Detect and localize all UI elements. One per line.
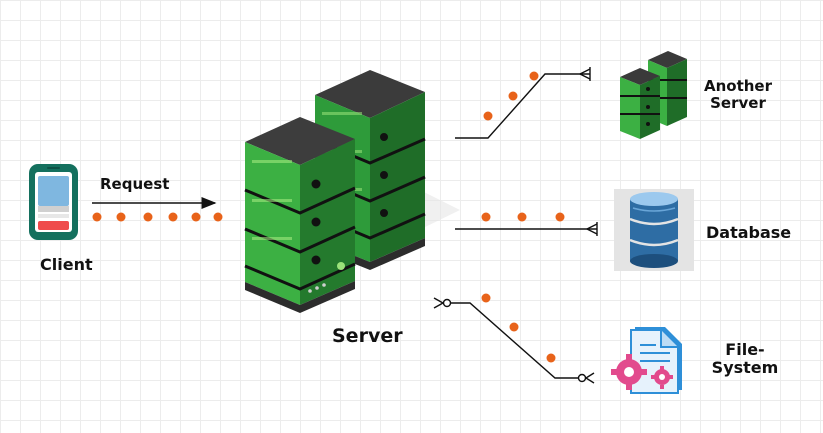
phone-icon: [29, 164, 78, 240]
flow-dots-file-system: [481, 293, 556, 363]
flow-dot: [555, 212, 565, 222]
database-label: Database: [706, 223, 792, 242]
file-system-label-line1: File-: [725, 340, 765, 359]
connection-another-server: [455, 67, 591, 139]
flow-dot: [508, 91, 518, 101]
another-server-label: Another Server: [698, 77, 778, 113]
server-rack-icon: [244, 70, 460, 313]
flow-dot: [213, 212, 223, 222]
file-gear-icon: [611, 327, 682, 394]
flow-dot: [517, 212, 527, 222]
flow-dot: [92, 212, 102, 222]
file-system-label: File- System: [700, 340, 790, 378]
flow-dot: [481, 293, 491, 303]
client-label: Client: [40, 255, 93, 274]
another-server-label-line1: Another: [703, 77, 772, 95]
flow-dot: [116, 212, 126, 222]
request-flow-dots: [92, 212, 223, 222]
server-label: Server: [332, 325, 403, 347]
server-icon: [620, 51, 687, 139]
flow-dot: [168, 212, 178, 222]
flow-dot: [191, 212, 201, 222]
flow-dots-database: [481, 212, 565, 222]
request-label: Request: [100, 175, 170, 193]
flow-dot: [546, 353, 556, 363]
database-icon: [614, 189, 694, 271]
flow-dot: [481, 212, 491, 222]
flow-dot: [509, 322, 519, 332]
another-server-label-line2: Server: [710, 94, 766, 113]
file-system-label-line2: System: [711, 358, 779, 378]
flow-dots-another-server: [483, 71, 539, 121]
flow-dot: [483, 111, 493, 121]
connection-file-system: [433, 297, 595, 384]
connection-database: [455, 222, 598, 236]
flow-dot: [143, 212, 153, 222]
flow-dot: [529, 71, 539, 81]
